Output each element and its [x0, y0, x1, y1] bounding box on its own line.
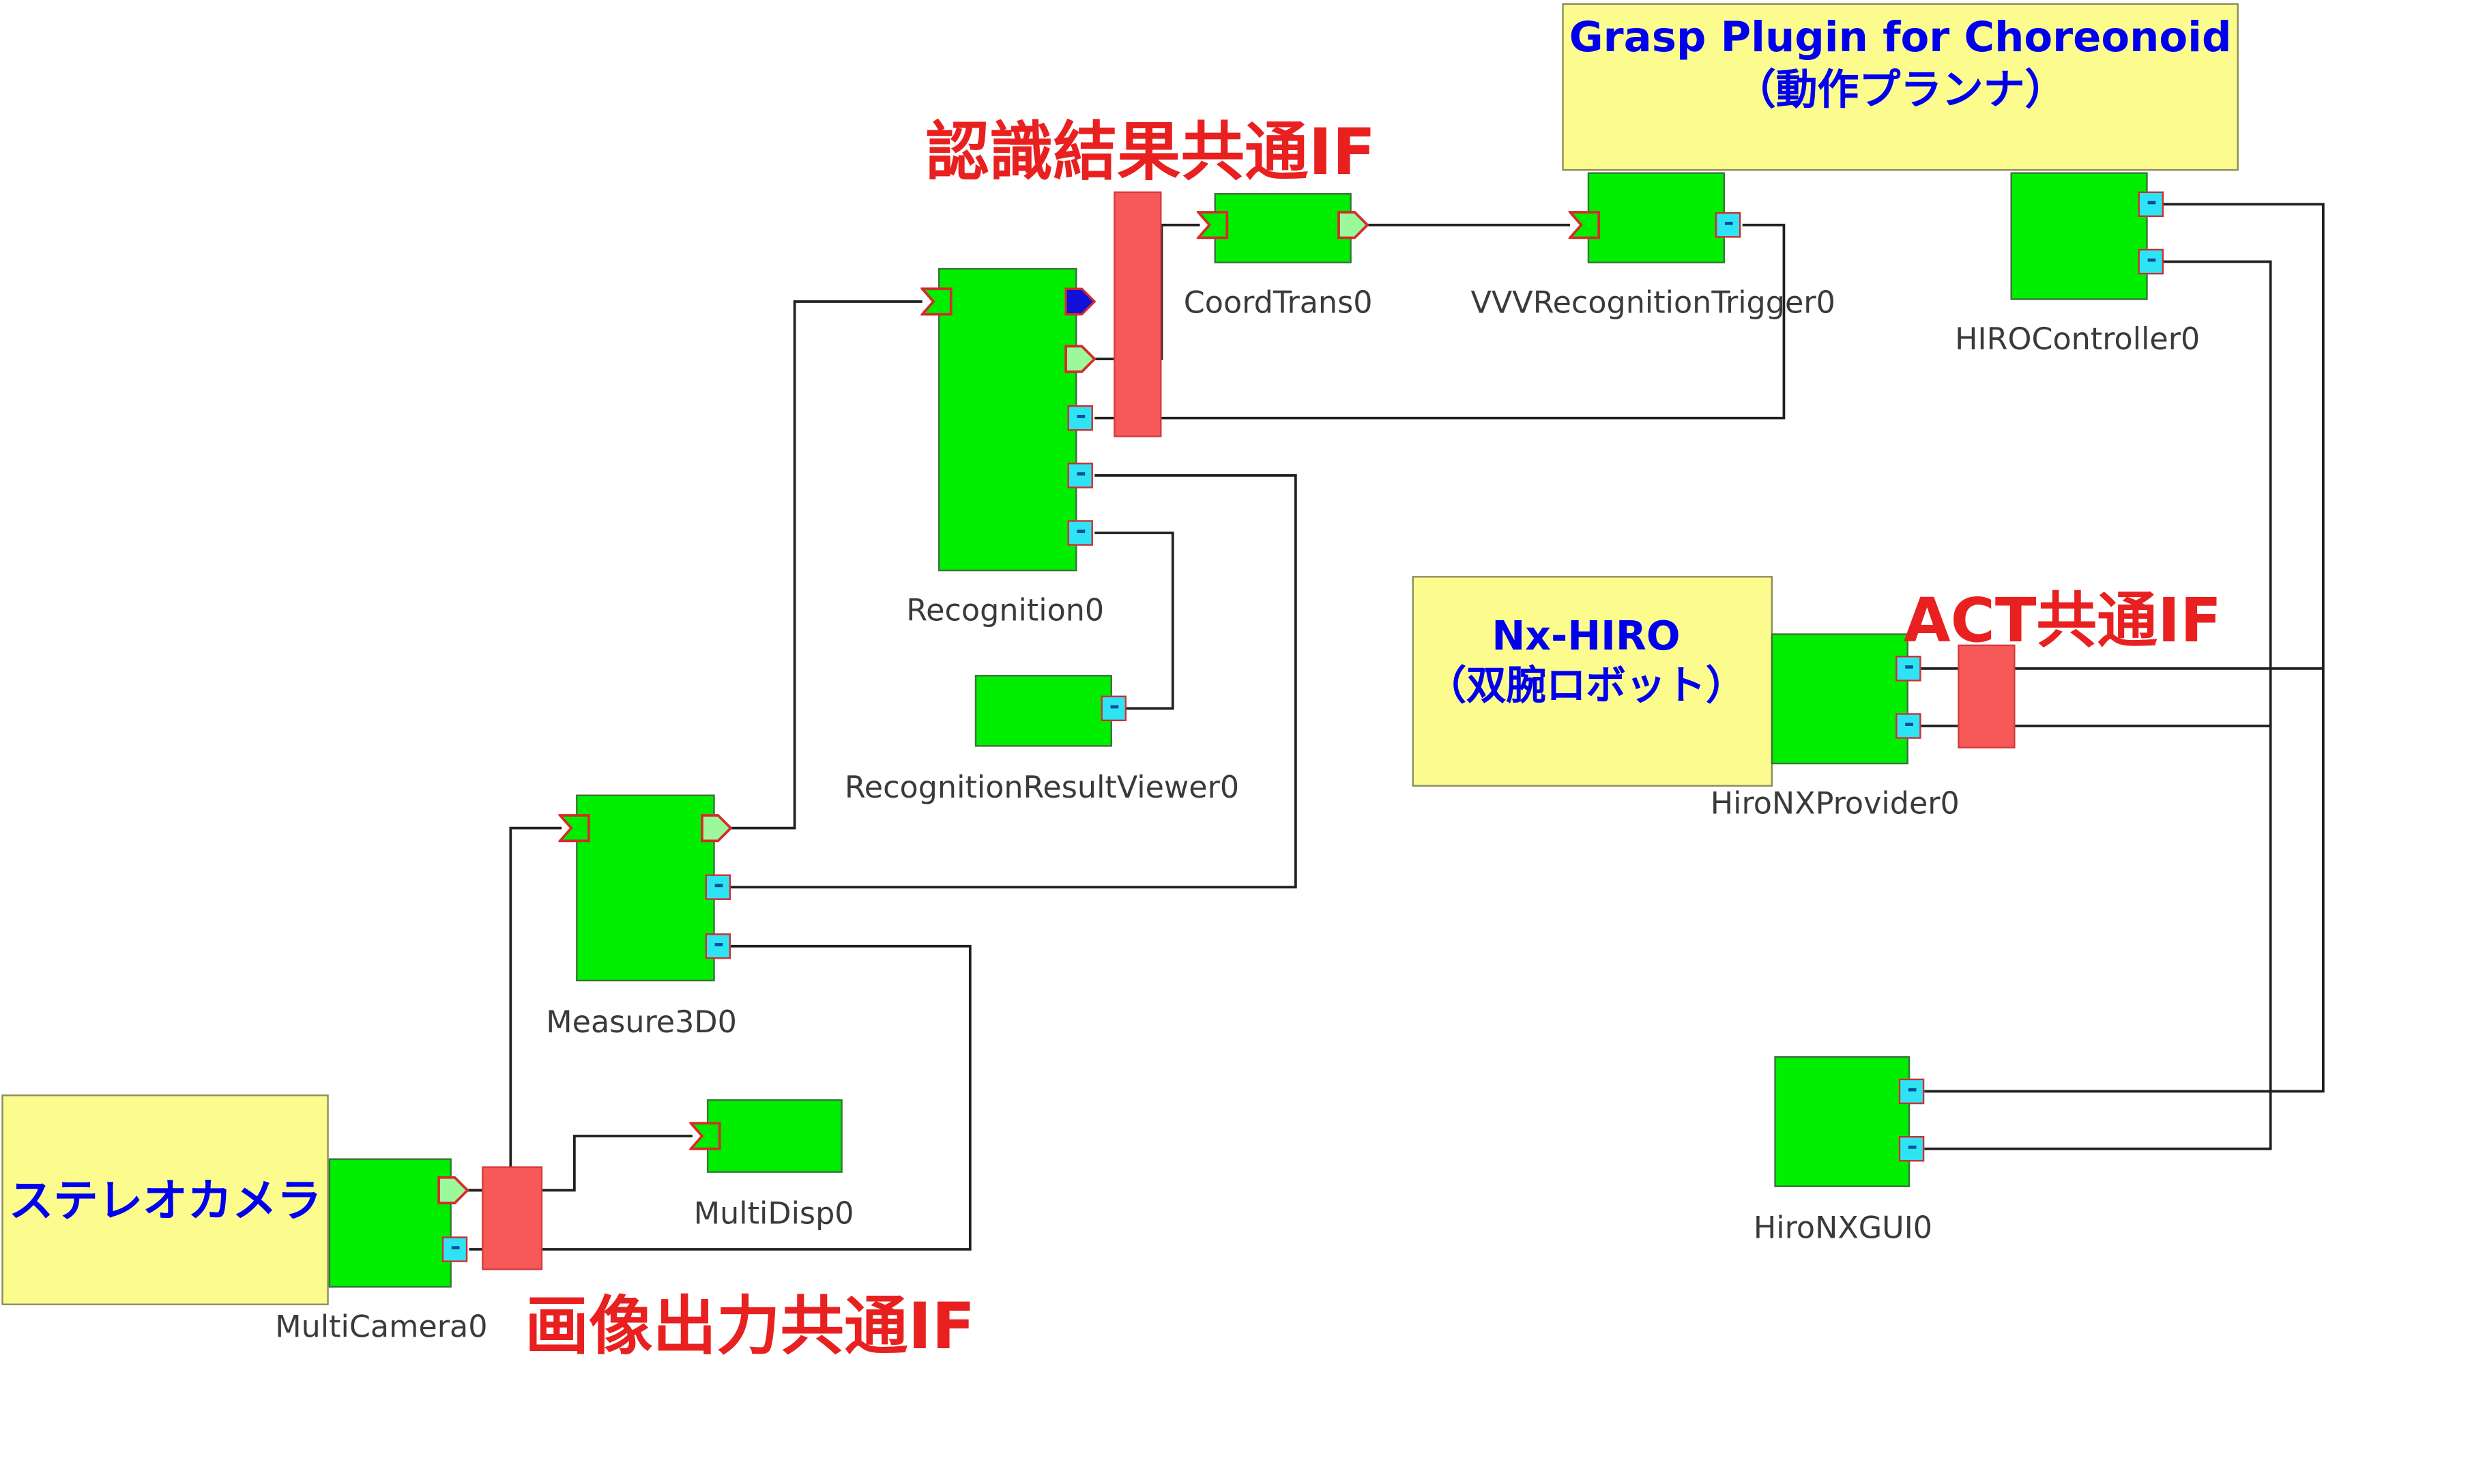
multicamera-outport[interactable] [437, 1176, 469, 1205]
wire-camera-to-measure3d-svc [469, 944, 972, 1251]
nxhiro-box: Nx-HIRO （双腕ロボット） [1412, 576, 1773, 787]
resultviewer-component[interactable] [974, 675, 1112, 747]
coordtrans-inport[interactable] [1196, 211, 1229, 239]
act-if-annotation: ACT共通IF [1903, 585, 2222, 656]
grasp-plugin-box: Grasp Plugin for Choreonoid （動作プランナ） [1562, 3, 2239, 171]
hirocontroller-component[interactable] [2010, 172, 2148, 300]
measure3d-svcport-2[interactable] [705, 933, 731, 959]
measure3d-svcport-1[interactable] [705, 874, 731, 900]
vvtrigger-inport[interactable] [1568, 211, 1601, 239]
hironxprovider-svcport-2[interactable] [1895, 713, 1921, 739]
recognition-svcport-2[interactable] [1067, 463, 1093, 489]
wire-controller-to-gui-2 [1924, 260, 2272, 1150]
grasp-plugin-subtitle: （動作プランナ） [1734, 66, 2067, 115]
multidisp-component[interactable] [706, 1099, 843, 1173]
coordtrans-component[interactable] [1214, 192, 1352, 263]
vvtrigger-label: VVVRecognitionTrigger0 [1470, 285, 1835, 321]
hironxprovider-label: HiroNXProvider0 [1710, 786, 1960, 822]
nxhiro-subtitle: （双腕ロボット） [1426, 662, 1746, 709]
wire-measure3d-to-recognition [729, 300, 922, 830]
recognition-inport[interactable] [920, 287, 953, 316]
measure3d-component[interactable] [576, 794, 715, 982]
hironxgui-component[interactable] [1774, 1056, 1910, 1187]
measure3d-inport[interactable] [558, 814, 590, 843]
multicamera-svcport[interactable] [441, 1236, 468, 1262]
resultviewer-label: RecognitionResultViewer0 [844, 770, 1240, 806]
stereo-camera-box: ステレオカメラ [1, 1094, 329, 1305]
hironxgui-svcport-2[interactable] [1898, 1136, 1925, 1162]
hironxgui-label: HiroNXGUI0 [1753, 1210, 1933, 1247]
multidisp-inport[interactable] [689, 1122, 721, 1150]
resultviewer-svcport[interactable] [1101, 695, 1127, 722]
wire-recognition-to-viewer [1094, 532, 1174, 710]
multidisp-label: MultiDisp0 [693, 1196, 854, 1232]
grasp-plugin-title: Grasp Plugin for Choreonoid [1569, 14, 2232, 63]
hironxgui-svcport-1[interactable] [1898, 1078, 1925, 1105]
image-if-bar [482, 1166, 543, 1270]
wire-recognition-to-trigger [1094, 223, 1786, 420]
vvtrigger-component[interactable] [1587, 172, 1725, 263]
image-if-annotation: 画像出力共通IF [525, 1290, 976, 1365]
recognition-outport-blue[interactable] [1064, 287, 1096, 316]
hirocontroller-label: HIROController0 [1955, 322, 2200, 358]
hirocontroller-svcport-2[interactable] [2138, 248, 2164, 275]
recognition-svcport-1[interactable] [1067, 405, 1093, 431]
hironxprovider-component[interactable] [1771, 633, 1908, 765]
recognition-outport[interactable] [1064, 345, 1096, 373]
multicamera-component[interactable] [328, 1158, 452, 1288]
recognition-if-annotation: 認識結果共通IF [925, 116, 1376, 190]
hironxprovider-svcport-1[interactable] [1895, 656, 1921, 682]
act-if-bar [1958, 644, 2016, 748]
coordtrans-label: CoordTrans0 [1183, 285, 1373, 321]
vvtrigger-svcport[interactable] [1715, 212, 1741, 238]
stereo-camera-label: ステレオカメラ [8, 1173, 322, 1227]
recognition-svcport-3[interactable] [1067, 520, 1093, 546]
recognition-label: Recognition0 [906, 593, 1105, 629]
wire-controller-to-gui [1924, 203, 2325, 1093]
measure3d-label: Measure3D0 [546, 1005, 737, 1041]
measure3d-outport[interactable] [701, 814, 733, 843]
wire-recognition-to-measure3d [729, 474, 1297, 889]
recognition-if-bar [1114, 191, 1162, 437]
nxhiro-title: Nx-HIRO [1492, 612, 1681, 659]
hirocontroller-svcport-1[interactable] [2138, 191, 2164, 218]
multicamera-label: MultiCamera0 [275, 1309, 488, 1345]
recognition-component[interactable] [938, 267, 1077, 572]
coordtrans-outport[interactable] [1337, 211, 1369, 239]
